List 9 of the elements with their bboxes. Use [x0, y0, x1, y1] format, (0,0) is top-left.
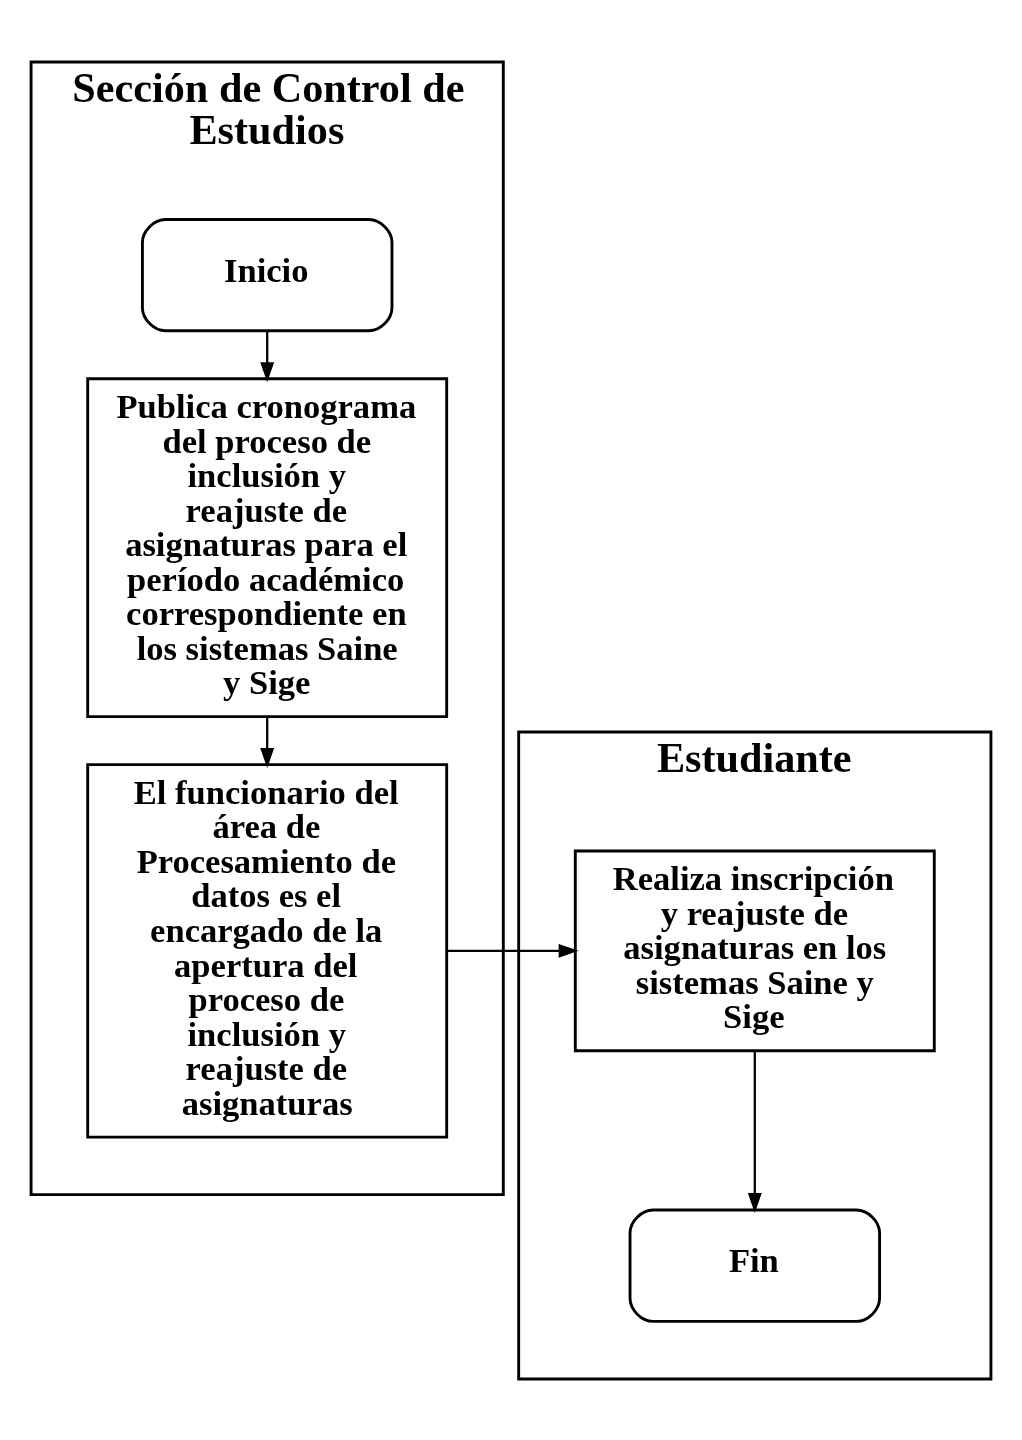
node-box: Realiza inscripción y reajuste de asignaturas en los sistemas Saine y Sige	[573, 849, 936, 1052]
node-box: Publica cronograma del proceso de inclusión y reajuste de asignaturas para el período académico correspondiente en los sistemas Saine y Sige	[86, 376, 449, 718]
node-box: El funcionario del área de Procesamiento de datos es el encargado de la apertura del proceso de inclusión y reajuste de asignaturas	[86, 762, 449, 1138]
node-box: Fin	[628, 1208, 882, 1323]
arrow	[260, 330, 275, 382]
arrow	[260, 716, 275, 768]
arrow	[747, 1050, 762, 1213]
arrow	[447, 943, 579, 958]
node-box: Inicio	[140, 217, 394, 332]
